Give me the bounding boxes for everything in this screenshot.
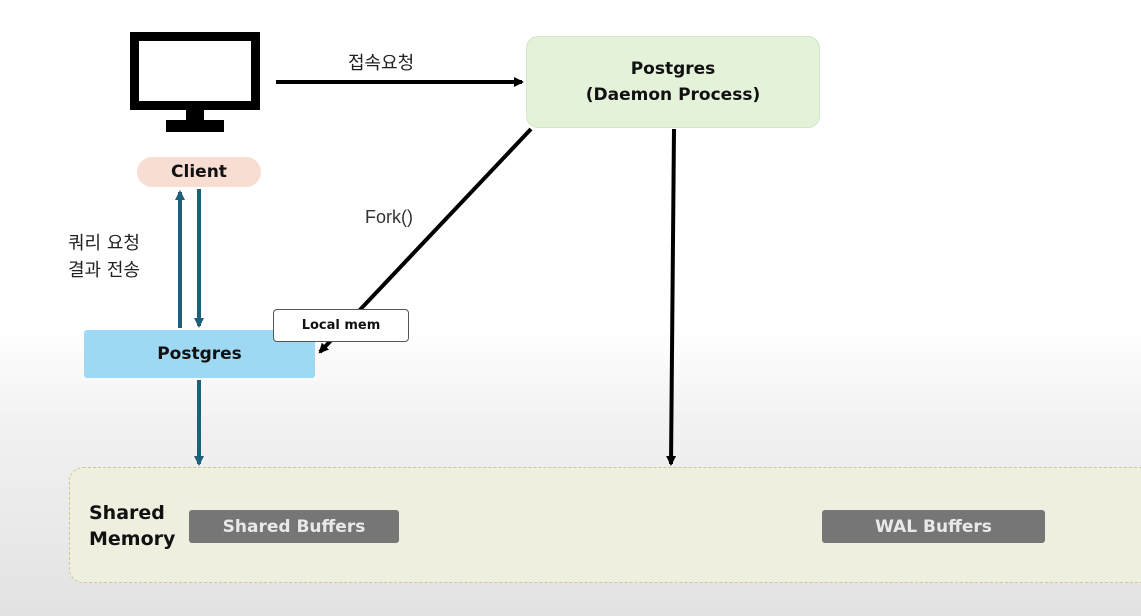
daemon-to-shared-memory-arrow — [666, 128, 677, 466]
daemon-process-box: Postgres (Daemon Process) — [526, 36, 820, 128]
shared-memory-label-line2: Memory — [89, 528, 176, 550]
shared-memory-label: Shared Memory — [89, 500, 175, 552]
client-label: Client — [137, 157, 261, 187]
shared-memory-label-line1: Shared — [89, 502, 165, 524]
shared-buffers-box: Shared Buffers — [189, 510, 399, 543]
connect-request-label: 접속요청 — [348, 53, 415, 74]
query-request-text: 쿼리 요청 — [68, 233, 140, 254]
local-mem-box: Local mem — [273, 309, 409, 342]
monitor-icon — [128, 30, 262, 134]
wal-buffers-box: WAL Buffers — [822, 510, 1045, 543]
result-send-text: 결과 전송 — [68, 260, 140, 281]
fork-label: Fork() — [365, 207, 413, 227]
daemon-subtitle: (Daemon Process) — [585, 85, 761, 105]
daemon-title: Postgres — [630, 59, 716, 79]
query-label: 쿼리 요청 결과 전송 — [68, 230, 140, 284]
